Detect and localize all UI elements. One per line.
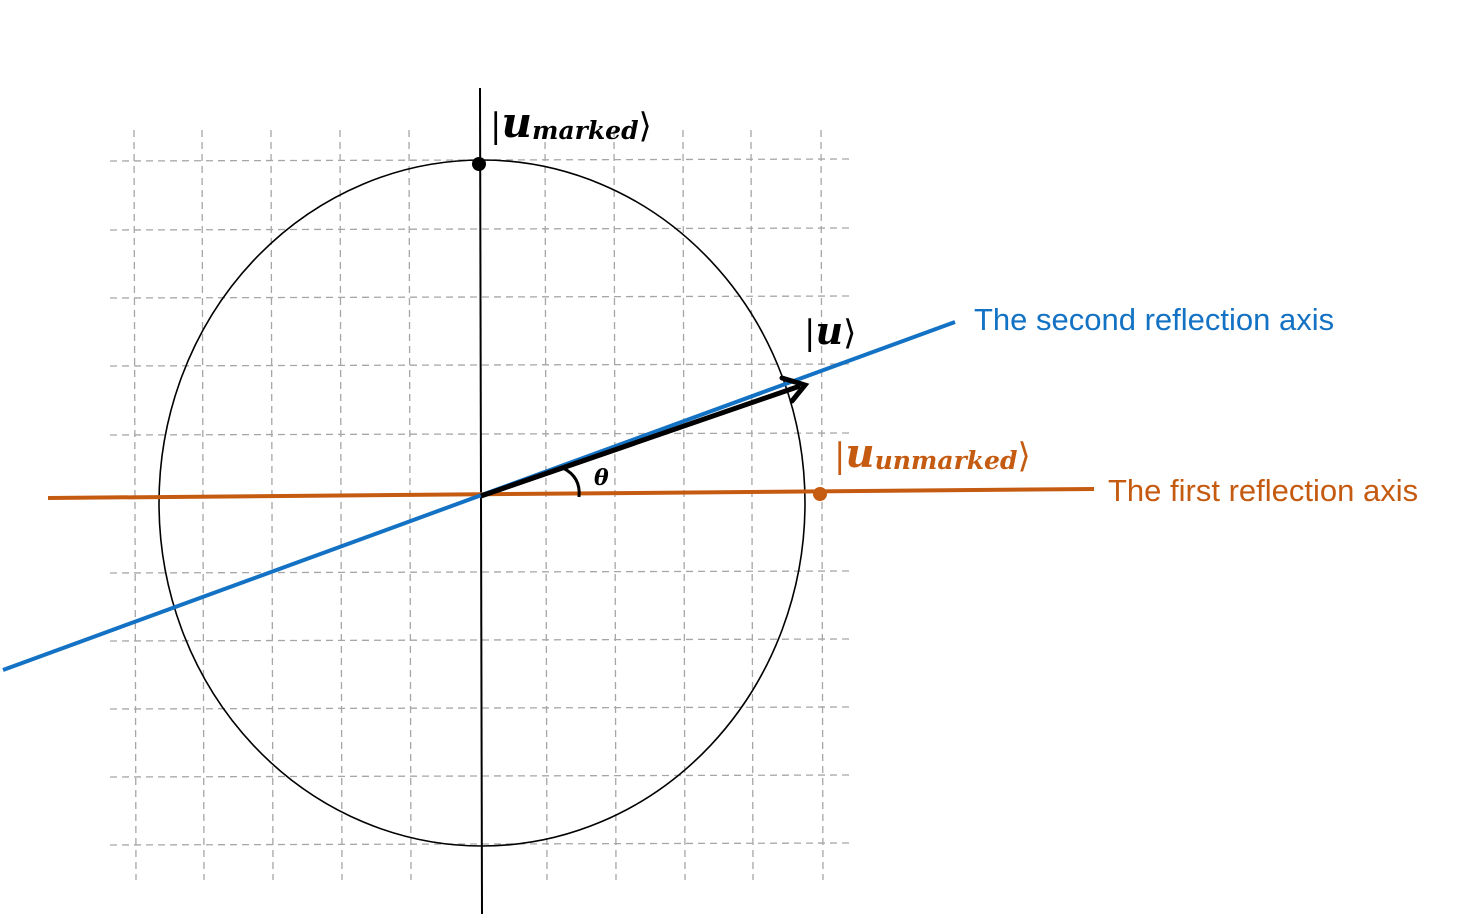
theta-label: θ: [594, 465, 609, 491]
first-reflection-axis-line: [47, 487, 1095, 500]
grid-line-vertical: [133, 129, 137, 881]
grid-line-horizontal: [109, 295, 851, 299]
unmarked-ket-label: |uunmarked⟩: [834, 430, 1031, 477]
u-ket-label: |u⟩: [804, 308, 856, 353]
grid-line-horizontal: [109, 774, 851, 778]
unmarked-point: [813, 487, 827, 501]
grid-line-vertical: [820, 129, 824, 881]
grid-line-vertical: [339, 129, 343, 881]
dashed-grid: [109, 129, 851, 881]
grid-line-horizontal: [109, 432, 851, 436]
grid-line-horizontal: [109, 570, 851, 574]
grid-line-horizontal: [109, 706, 851, 710]
grid-line-horizontal: [109, 227, 851, 231]
vertical-axis: [479, 87, 483, 915]
theta-angle-arc: [562, 466, 581, 498]
grid-line-vertical: [408, 129, 412, 881]
grid-line-horizontal: [109, 158, 851, 162]
u-vector: [480, 383, 801, 499]
grid-line-vertical: [270, 129, 274, 881]
grid-line-horizontal: [109, 363, 851, 367]
grid-line-vertical: [201, 129, 205, 881]
first-reflection-axis-label: The first reflection axis: [1108, 473, 1418, 508]
marked-point: [472, 157, 486, 171]
grid-line-vertical: [682, 129, 686, 881]
grid-line-vertical: [613, 129, 617, 881]
grid-line-horizontal: [109, 638, 851, 642]
second-reflection-axis-label: The second reflection axis: [974, 302, 1334, 337]
grid-line-vertical: [544, 129, 548, 881]
grid-line-horizontal: [109, 842, 851, 846]
marked-ket-label: |umarked⟩: [490, 98, 652, 147]
grid-line-vertical: [750, 129, 754, 881]
u-vector-arrowhead: [779, 375, 810, 404]
